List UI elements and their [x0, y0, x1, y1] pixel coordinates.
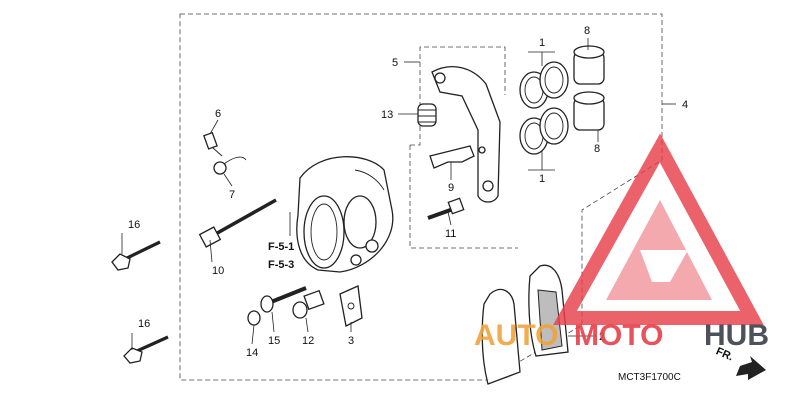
caliper-body[interactable] — [296, 156, 394, 273]
piston-seal-set-upper[interactable] — [519, 61, 569, 109]
cap-14[interactable] — [247, 310, 261, 326]
callout-14: 14 — [246, 347, 258, 359]
bleeder-valve-6[interactable] — [203, 131, 223, 157]
callout-6: 6 — [215, 108, 221, 120]
reference-f-5-3: F-5-3 — [268, 259, 294, 271]
callout-10: 10 — [212, 265, 224, 277]
bolt-10[interactable] — [198, 198, 277, 248]
watermark-wordmark: AUTO MOTO HUB — [474, 319, 769, 352]
wordmark-hub: HUB — [704, 319, 769, 352]
piston-seal-set-lower[interactable] — [519, 107, 569, 155]
callout-13: 13 — [381, 109, 393, 121]
callout-2: 2 — [599, 331, 605, 343]
callout-11: 11 — [445, 228, 456, 240]
pin-15[interactable] — [260, 286, 307, 313]
pad-spring-9[interactable] — [429, 145, 475, 169]
callout-9: 9 — [448, 182, 454, 194]
reference-f-5-1: F-5-1 — [268, 241, 294, 253]
caliper-bracket-5[interactable] — [431, 66, 501, 203]
drawing-code: MCT3F1700C — [618, 372, 681, 383]
wordmark-auto: AUTO — [474, 319, 558, 352]
boot-13[interactable] — [417, 103, 437, 127]
callout-8-upper: 8 — [584, 25, 590, 37]
bolt-16-lower[interactable] — [123, 335, 169, 364]
piston-8-upper[interactable] — [573, 45, 605, 85]
callout-16-lower: 16 — [138, 318, 150, 330]
bolt-16-upper[interactable] — [111, 240, 161, 271]
callout-5: 5 — [392, 57, 398, 69]
pad-retainer-3[interactable] — [339, 285, 363, 327]
callout-15: 15 — [268, 335, 280, 347]
pin-12[interactable] — [292, 289, 325, 319]
assembly-boundary — [179, 13, 663, 381]
callout-1-lower: 1 — [539, 173, 545, 185]
callout-8-lower: 8 — [594, 143, 600, 155]
callout-4: 4 — [682, 99, 688, 111]
piston-8-lower[interactable] — [573, 91, 605, 131]
callout-3: 3 — [348, 335, 354, 347]
callout-7: 7 — [229, 189, 235, 201]
callout-12: 12 — [302, 335, 314, 347]
bleeder-cap-7[interactable] — [213, 156, 247, 175]
callout-16-upper: 16 — [128, 219, 140, 231]
watermark-logo — [553, 133, 764, 325]
pin-bolt-11[interactable] — [427, 197, 465, 220]
bracket-group-boundary — [409, 46, 518, 249]
brake-pad-2[interactable] — [481, 264, 569, 385]
wordmark-moto: MOTO — [574, 319, 663, 352]
callout-1-upper: 1 — [539, 37, 545, 49]
